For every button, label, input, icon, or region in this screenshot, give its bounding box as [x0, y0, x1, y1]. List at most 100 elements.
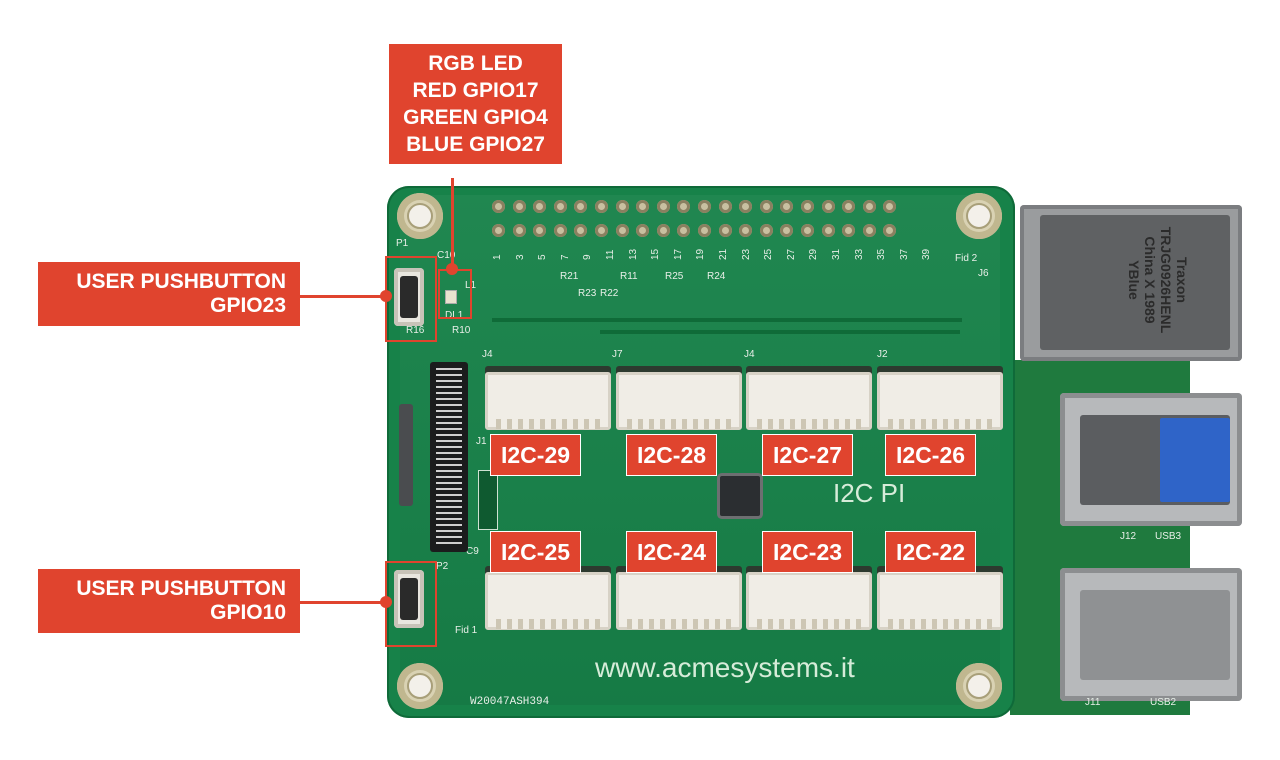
leader-dot: [380, 290, 392, 302]
silk-r10: R10: [452, 325, 471, 336]
callout-line: GPIO23: [210, 294, 286, 317]
pushbutton-bottom-highlight: [385, 561, 437, 647]
silk-p1: P1: [396, 238, 409, 249]
i2c-connector-27: [746, 372, 872, 430]
leader-dot: [446, 263, 458, 275]
callout-line: RGB LED: [428, 52, 523, 75]
board-name: I2C PI: [833, 478, 906, 508]
silk-j12: J12: [1120, 531, 1137, 542]
i2c-label-22: I2C-22: [885, 531, 977, 573]
mounting-hole-center: [966, 203, 992, 229]
silk-usb3: USB3: [1155, 531, 1182, 542]
usb3-port-blue-insert: [1160, 418, 1230, 502]
silk-r21: R21: [560, 271, 579, 282]
gpio-pin-number: 19: [695, 248, 707, 260]
i2c-label-24: I2C-24: [626, 531, 718, 573]
gpio-pin-number: 31: [831, 248, 842, 260]
gpio-pin-number: 5: [537, 254, 549, 260]
gpio-pin-number: 13: [627, 248, 639, 260]
i2c-label-27: I2C-27: [762, 434, 854, 476]
pushbutton-gpio23-callout: USER PUSHBUTTON GPIO23: [38, 262, 300, 326]
header-j1: [478, 470, 498, 530]
silk-j7: J7: [612, 349, 623, 360]
gpio-pin-number: 39: [921, 248, 933, 260]
gpio-pin-number: 25: [763, 248, 775, 260]
ethernet-jack-marking: Traxon TRJG0926HENL China X 1989 YBlue: [1126, 226, 1190, 334]
i2c-label-28: I2C-28: [626, 434, 718, 476]
silk-j4: J4: [482, 349, 493, 360]
gpio-pin-number: 7: [559, 254, 571, 260]
callout-line: GPIO10: [210, 601, 286, 624]
pushbutton-top-highlight: [385, 256, 437, 342]
leader-dot: [380, 596, 392, 608]
i2c-connector-23: [746, 572, 872, 630]
i2c-mux-chip: [720, 476, 760, 516]
rgb-led-highlight: [438, 269, 472, 319]
i2c-connector-28: [616, 372, 742, 430]
pcb-trace: [600, 330, 960, 334]
silk-r11: R11: [620, 271, 638, 282]
silk-j11: J11: [1085, 697, 1101, 708]
mounting-hole-center: [407, 673, 433, 699]
silk-r22: R22: [600, 288, 619, 299]
silk-usb2: USB2: [1150, 697, 1177, 708]
silk-j4b: J4: [744, 349, 755, 360]
gpio-pin-number: 37: [898, 248, 910, 260]
callout-line: USER PUSHBUTTON: [76, 270, 286, 293]
silk-j6: J6: [978, 268, 989, 279]
silk-p2: P2: [436, 561, 449, 572]
pcb-trace: [492, 318, 962, 322]
silk-c10: C10: [437, 250, 456, 261]
usb2-port-tongue: [1080, 590, 1230, 680]
gpio-pin-number: 17: [672, 248, 684, 260]
gpio-pin-number: 9: [582, 254, 594, 260]
i2c-connector-26: [877, 372, 1003, 430]
gpio-header-row-odd: [492, 224, 942, 244]
brand-url: www.acmesystems.it: [595, 652, 855, 683]
gpio-pin-number: 29: [808, 248, 820, 260]
gpio-header-row-even: [492, 200, 942, 220]
i2c-connector-24: [616, 572, 742, 630]
i2c-label-26: I2C-26: [885, 434, 977, 476]
callout-line: RED GPIO17: [412, 79, 539, 102]
board-serial: W20047ASH394: [470, 696, 550, 708]
pushbutton-cap: [400, 276, 418, 318]
gpio-pin-number: 11: [605, 249, 616, 260]
gpio-pin-number: 15: [650, 248, 662, 260]
mounting-hole-center: [966, 673, 992, 699]
gpio-pin-number: 23: [740, 248, 752, 260]
silk-j2: J2: [877, 349, 888, 360]
silk-r16: R16: [406, 325, 425, 336]
mounting-hole-center: [407, 203, 433, 229]
pushbutton-gpio10-callout: USER PUSHBUTTON GPIO10: [38, 569, 300, 633]
gpio-pin-number: 35: [876, 248, 888, 260]
ffc-connector-contacts: [436, 368, 462, 546]
leader-line-top-button: [300, 295, 385, 298]
callout-line: BLUE GPIO27: [406, 133, 545, 156]
i2c-connector-29: [485, 372, 611, 430]
silk-j1: J1: [476, 436, 487, 447]
pushbutton-cap: [400, 578, 418, 620]
i2c-label-23: I2C-23: [762, 531, 854, 573]
leader-line-bottom-button: [300, 601, 385, 604]
i2c-connector-22: [877, 572, 1003, 630]
leader-line-rgb-led: [451, 178, 454, 269]
silk-fid2: Fid 2: [955, 253, 978, 264]
ethernet-jack-body: [1040, 215, 1230, 350]
gpio-pin-number: 33: [853, 248, 865, 260]
callout-line: GREEN GPIO4: [403, 106, 548, 129]
silk-dl1: DL1: [445, 310, 464, 321]
silk-r24: R24: [707, 271, 726, 282]
gpio-pin-number: 27: [785, 248, 797, 260]
gpio-pin-number: 21: [718, 248, 729, 260]
rgb-led-callout: RGB LED RED GPIO17 GREEN GPIO4 BLUE GPIO…: [389, 44, 562, 164]
gpio-pin-number: 1: [492, 254, 503, 260]
i2c-connector-25: [485, 572, 611, 630]
callout-line: USER PUSHBUTTON: [76, 577, 286, 600]
i2c-label-25: I2C-25: [490, 531, 582, 573]
silk-c9: C9: [466, 546, 479, 557]
silk-r25: R25: [665, 271, 684, 282]
rgb-led: [445, 290, 457, 304]
silk-fid1: Fid 1: [455, 625, 478, 636]
silk-r23: R23: [578, 288, 597, 299]
